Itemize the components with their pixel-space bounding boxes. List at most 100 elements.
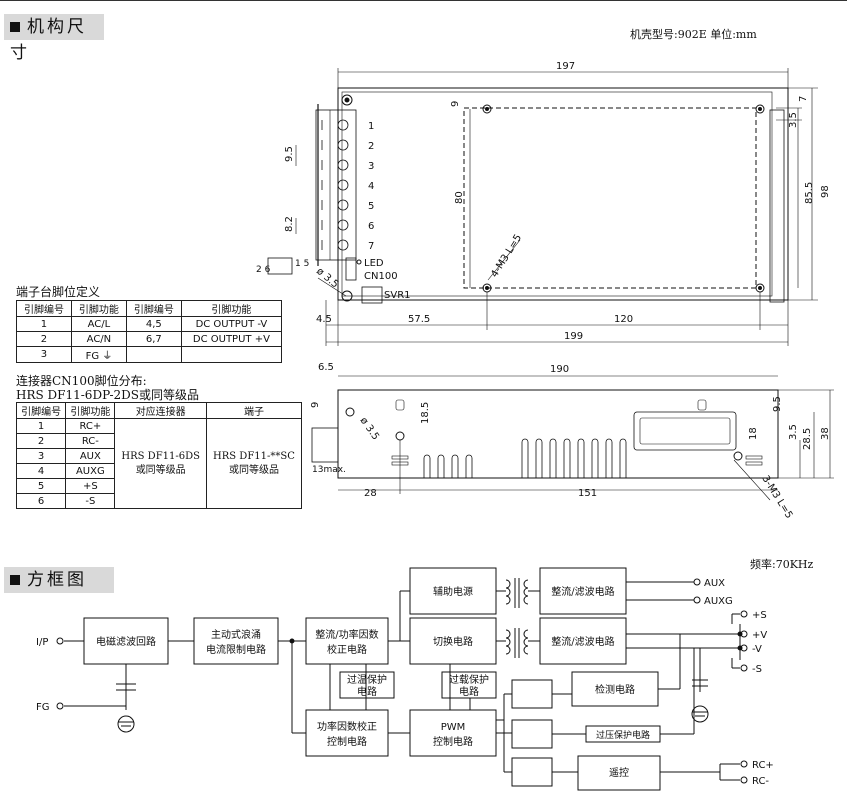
mechanical-section-title: 机构尺寸 bbox=[4, 14, 104, 63]
fg-label: FG bbox=[36, 702, 50, 713]
cn100-connector-icon bbox=[267, 257, 293, 275]
otp-label: 过温保护 bbox=[347, 673, 387, 686]
led-icon bbox=[356, 259, 362, 265]
pfc-label: 整流/功率因数 bbox=[315, 628, 378, 641]
rect-main-label: 整流/滤波电路 bbox=[551, 635, 614, 648]
otp-label: 电路 bbox=[357, 685, 377, 698]
dim-8-2: 8.2 bbox=[284, 216, 295, 232]
ip-label: I/P bbox=[36, 637, 48, 648]
side-screw-label: 3-M3 L=5 bbox=[759, 474, 794, 521]
mount-hole bbox=[341, 290, 353, 302]
cn100-label: CN100 bbox=[364, 271, 398, 282]
vent-slots bbox=[423, 438, 627, 478]
dim-9: 9 bbox=[450, 101, 461, 107]
case-info: 机壳型号:902E 单位:mm bbox=[630, 28, 757, 41]
pin-label: 2 bbox=[368, 141, 374, 152]
mount-hole-center bbox=[485, 286, 489, 290]
pin-label: 1 bbox=[368, 121, 374, 132]
inrush-label: 主动式浪涌 bbox=[211, 628, 261, 641]
table-cell: -S bbox=[65, 493, 116, 509]
table-row: 5 +S bbox=[15, 478, 302, 494]
square-bullet-icon bbox=[10, 22, 20, 32]
olp-block bbox=[441, 671, 497, 699]
detect-label: 检测电路 bbox=[595, 683, 635, 696]
cn-pins-label: 1 5 bbox=[295, 259, 309, 269]
rc-plus-label: RC+ bbox=[752, 760, 774, 771]
auxg-output-label: AUXG bbox=[704, 596, 733, 607]
dim-18-5: 18.5 bbox=[420, 402, 431, 424]
side-flange bbox=[769, 109, 785, 303]
terminal-table: 引脚编号 引脚功能 引脚编号 引脚功能 1 AC/L 4,5 DC OUTPUT… bbox=[16, 300, 283, 363]
inrush-label: 电流限制电路 bbox=[206, 643, 266, 656]
ovp-label: 过压保护电路 bbox=[596, 729, 650, 741]
screw-leader bbox=[487, 239, 521, 281]
table-cell bbox=[180, 346, 283, 363]
dim-38: 38 bbox=[820, 427, 831, 440]
side-hole bbox=[733, 451, 743, 461]
screw-label: 4-M3 L=5 bbox=[489, 233, 524, 280]
inrush-block bbox=[193, 617, 279, 665]
block-diagram: 电磁滤波回路 主动式浪涌 电流限制电路 整流/功率因数 校正电路 辅助电源 切换… bbox=[36, 567, 774, 791]
block-title-text: 方框图 bbox=[27, 570, 87, 590]
olp-label: 过载保护 bbox=[449, 673, 489, 686]
dim-85-5: 85.5 bbox=[804, 182, 815, 204]
pwm-label: PWM bbox=[441, 722, 466, 733]
case-inner-outline bbox=[341, 91, 773, 297]
terminal-protrusion bbox=[311, 427, 339, 463]
dim-80: 80 bbox=[454, 191, 465, 204]
optocoupler-icon bbox=[511, 679, 553, 709]
frequency-label: 频率:70KHz bbox=[750, 558, 814, 571]
mount-hole-center bbox=[758, 107, 762, 111]
aux-power-label: 辅助电源 bbox=[433, 585, 473, 598]
connector-title: 连接器CN100脚位分布: bbox=[16, 374, 147, 388]
mount-hole bbox=[755, 104, 765, 114]
dim-side-dia: ø 3.5 bbox=[358, 415, 381, 442]
svr1-label: SVR1 bbox=[384, 290, 411, 301]
mount-hole bbox=[482, 104, 492, 114]
cn100-body bbox=[345, 257, 357, 281]
dim-9-5-side: 9.5 bbox=[772, 396, 783, 412]
dim-4-5: 4.5 bbox=[316, 314, 332, 325]
pin-label: 3 bbox=[368, 161, 374, 172]
dim-side-9: 9 bbox=[310, 402, 321, 408]
cn-pins-label: 2 6 bbox=[256, 265, 271, 275]
side-hole bbox=[395, 431, 405, 441]
ground-icon bbox=[117, 715, 135, 733]
dim-9-5: 9.5 bbox=[284, 146, 295, 162]
aux-output-label: AUX bbox=[704, 578, 725, 589]
pfc-block bbox=[305, 617, 389, 665]
terminal-circles bbox=[56, 578, 748, 784]
dim-7: 7 bbox=[798, 96, 809, 102]
table-header-row: 引脚编号 引脚功能 对应连接器 端子 bbox=[15, 402, 303, 419]
mating-connector-cell: HRS DF11-6DS 或同等级品 bbox=[114, 418, 207, 509]
pin-label: 7 bbox=[368, 241, 374, 252]
terminal-cell: HRS DF11-**SC 或同等级品 bbox=[205, 418, 303, 509]
dim-6-5: 6.5 bbox=[318, 362, 334, 373]
olp-label: 电路 bbox=[459, 685, 479, 698]
otp-block bbox=[339, 671, 395, 699]
pcb-dashed-outline bbox=[463, 107, 757, 289]
side-view-drawing bbox=[311, 375, 834, 501]
terminal-screws bbox=[321, 119, 349, 251]
remote-block bbox=[577, 755, 661, 791]
plus-v-label: +V bbox=[752, 630, 767, 641]
rect-aux-label: 整流/滤波电路 bbox=[551, 585, 614, 598]
mount-hole-center bbox=[485, 107, 489, 111]
side-hole bbox=[345, 407, 355, 417]
transformer-icon bbox=[505, 629, 511, 655]
vent-window-inner bbox=[639, 417, 731, 445]
minus-v-label: -V bbox=[752, 644, 762, 655]
table-row: 6 -S bbox=[15, 493, 302, 509]
dim-28: 28 bbox=[364, 488, 377, 499]
dim-57-5: 57.5 bbox=[408, 314, 430, 325]
table-row: 1 RC+ HRS DF11-6DS 或同等级品 HRS DF11-**SC 或… bbox=[15, 418, 303, 509]
dim-3-5-side: 3.5 bbox=[788, 424, 799, 440]
dim-151: 151 bbox=[578, 488, 597, 499]
pin-label: 5 bbox=[368, 201, 374, 212]
table-cell: RC- bbox=[65, 433, 116, 449]
dim-199: 199 bbox=[564, 331, 583, 342]
terminal-table-title: 端子台脚位定义 bbox=[16, 285, 101, 299]
dim-18: 18 bbox=[748, 427, 759, 440]
table-row: 3 AUX bbox=[15, 448, 302, 464]
mechanical-title-text: 机构尺寸 bbox=[10, 17, 87, 63]
